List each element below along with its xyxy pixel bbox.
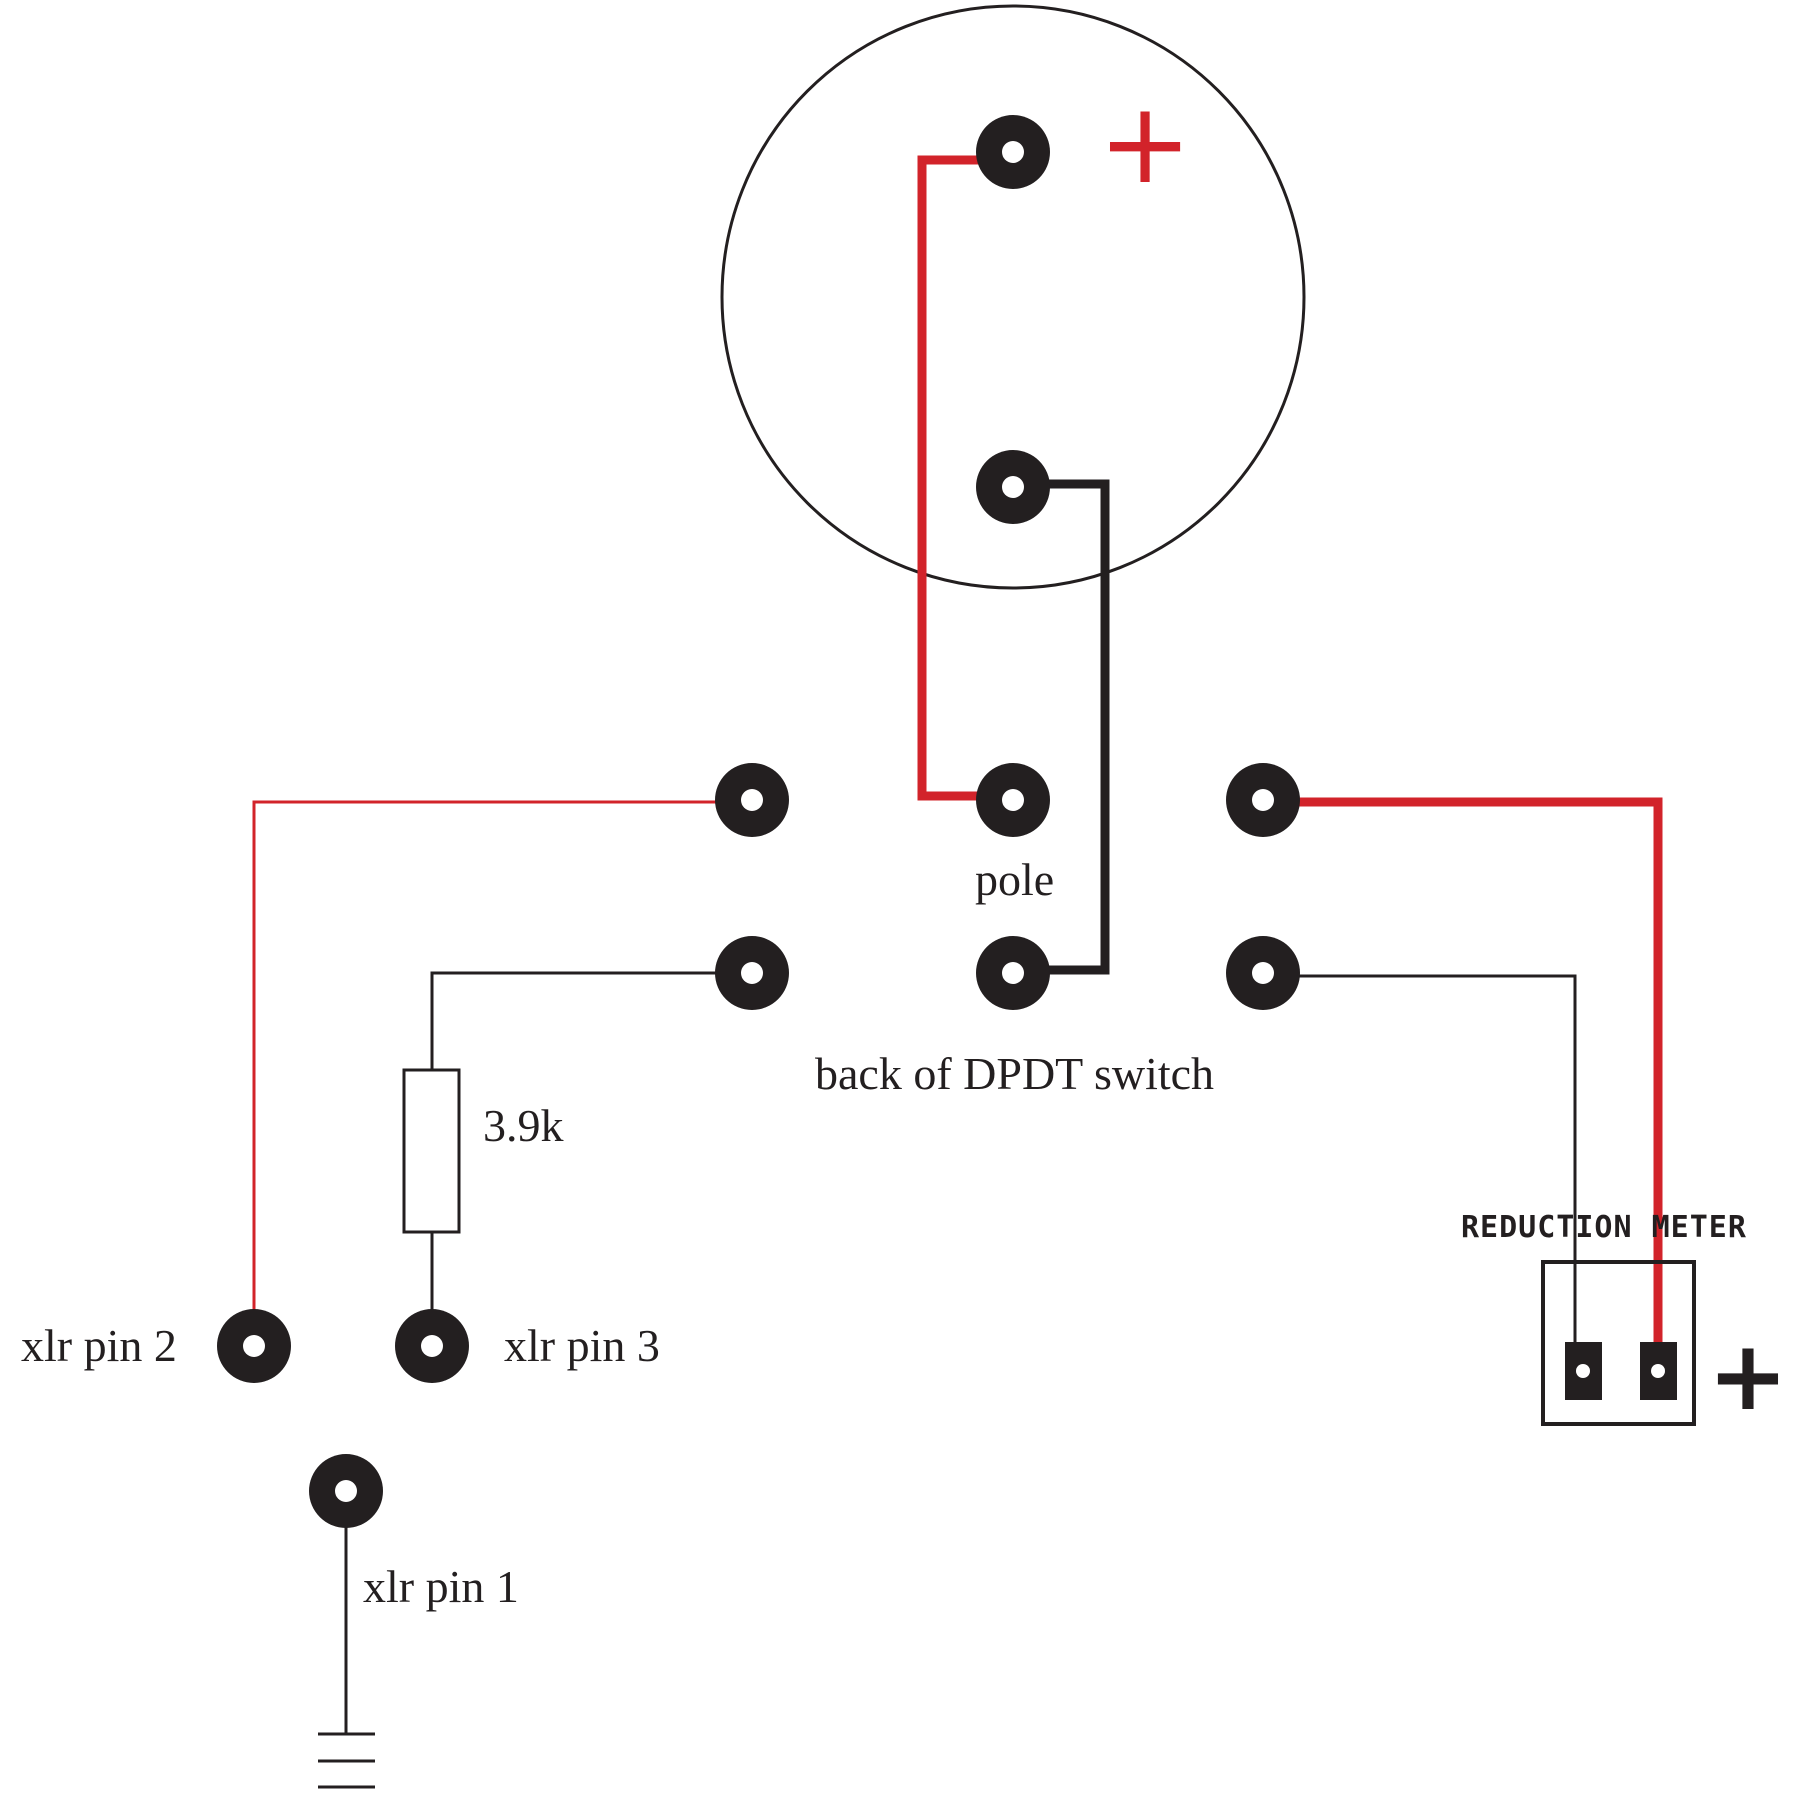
resistor <box>402 1068 461 1234</box>
meter-terminal-minus <box>1565 1342 1602 1400</box>
switch-label: back of DPDT switch <box>815 1048 1214 1099</box>
terminal-top-plus <box>976 115 1050 189</box>
wire-black-mid-to-lower-pole <box>1013 479 1110 975</box>
xlr-pin-1-terminal <box>309 1454 383 1528</box>
switch-terminal-bottom-pole <box>976 936 1050 1010</box>
plus-symbol-top: + <box>1098 79 1192 209</box>
meter-terminal-plus <box>1640 1342 1677 1400</box>
xlr-pin-3-terminal <box>395 1309 469 1383</box>
plus-symbol-meter: + <box>1708 1320 1788 1432</box>
terminals <box>217 115 1300 1528</box>
reduction-meter <box>1541 1260 1696 1426</box>
component-outline <box>720 4 1306 590</box>
switch-terminal-top-left <box>715 763 789 837</box>
wire-black-to-resistor <box>430 971 752 1070</box>
wire-red-to-xlr-pin-2 <box>252 800 752 1342</box>
reduction-meter-label: REDUCTION METER <box>1461 1210 1747 1245</box>
xlr-pin-1-label: xlr pin 1 <box>363 1561 519 1612</box>
switch-terminal-top-pole <box>976 763 1050 837</box>
wires <box>252 155 1663 1734</box>
wire-black-to-meter-minus <box>1263 974 1577 1342</box>
switch-terminal-bottom-left <box>715 936 789 1010</box>
wire-red-to-meter-plus <box>1263 797 1663 1342</box>
meter-body <box>1541 1260 1696 1426</box>
ground-symbol <box>318 1732 375 1789</box>
switch-terminal-bottom-right <box>1226 936 1300 1010</box>
terminal-middle <box>976 450 1050 524</box>
xlr-pin-3-label: xlr pin 3 <box>504 1320 660 1371</box>
wire-red-top-to-pole <box>917 155 1013 801</box>
xlr-pin-2-terminal <box>217 1309 291 1383</box>
xlr-pin-2-label: xlr pin 2 <box>21 1320 177 1371</box>
pole-label: pole <box>975 854 1054 905</box>
resistor-value-label: 3.9k <box>483 1100 564 1151</box>
switch-terminal-top-right <box>1226 763 1300 837</box>
